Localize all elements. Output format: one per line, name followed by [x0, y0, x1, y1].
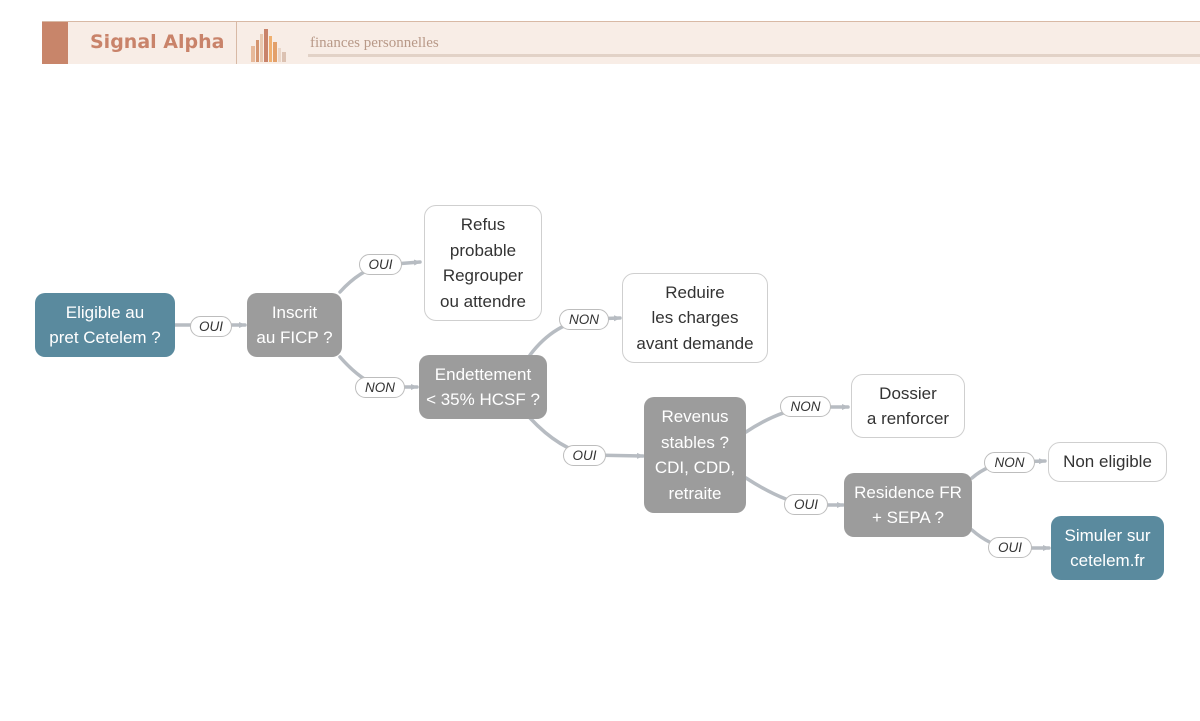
node-simuler: Simuler sur cetelem.fr — [1051, 516, 1164, 580]
node-dossier: Dossier a renforcer — [851, 374, 965, 438]
brand-swatch — [42, 22, 68, 64]
edge-label-ficp-endettement: NON — [355, 377, 405, 398]
bar-chart-logo-icon — [251, 29, 286, 62]
edge-label-start-ficp: OUI — [190, 316, 232, 337]
app-header: Signal Alpha finances personnelles — [42, 21, 1200, 64]
edge-label-ficp-refus: OUI — [359, 254, 402, 275]
header-rule — [308, 54, 1200, 57]
edge-label-revenus-residence: OUI — [784, 494, 828, 515]
node-revenus: Revenus stables ? CDI, CDD, retraite — [644, 397, 746, 513]
edge-label-residence-non: NON — [984, 452, 1035, 473]
node-reduire: Reduire les charges avant demande — [622, 273, 768, 363]
node-non-eligible: Non eligible — [1048, 442, 1167, 482]
node-refus: Refus probable Regrouper ou attendre — [424, 205, 542, 321]
node-endettement: Endettement < 35% HCSF ? — [419, 355, 547, 419]
header-tagline: finances personnelles — [310, 35, 439, 51]
edge-label-endettement-revenus: OUI — [563, 445, 606, 466]
header-divider — [236, 22, 237, 64]
edge-label-residence-simuler: OUI — [988, 537, 1032, 558]
node-residence: Residence FR + SEPA ? — [844, 473, 972, 537]
node-start: Eligible au pret Cetelem ? — [35, 293, 175, 357]
edge-label-endettement-reduire: NON — [559, 309, 609, 330]
brand-name[interactable]: Signal Alpha — [90, 31, 225, 53]
edge-label-revenus-dossier: NON — [780, 396, 831, 417]
node-ficp: Inscrit au FICP ? — [247, 293, 342, 357]
